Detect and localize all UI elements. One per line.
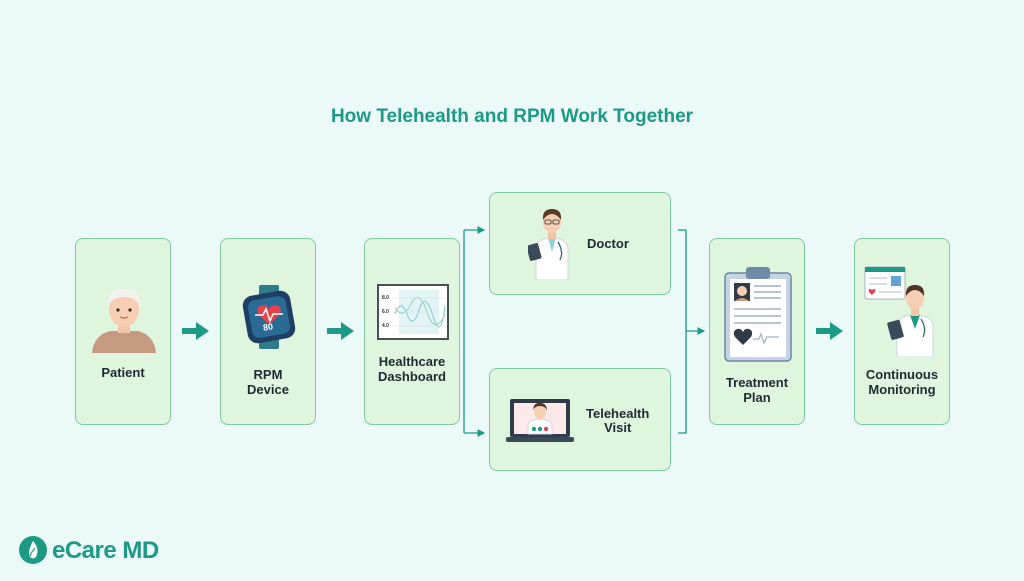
doctor-label: Doctor <box>587 236 629 251</box>
arrow-treatment-to-monitoring <box>816 322 843 340</box>
laptop-video-call-icon <box>506 399 574 442</box>
continuous-monitoring-label: Continuous Monitoring <box>865 367 939 397</box>
dashboard-tick-2: 6.0 <box>382 309 389 315</box>
branch-connector <box>463 226 486 437</box>
rpm-device-label: RPM Device <box>247 367 289 397</box>
smartwatch-icon <box>242 285 296 349</box>
doctor-monitoring-icon <box>864 266 934 357</box>
dashboard-tick-1: 8.0 <box>382 295 389 301</box>
arrow-rpm-to-dashboard <box>327 322 354 340</box>
clipboard-icon <box>724 267 792 362</box>
step-doctor: Doctor <box>489 192 671 295</box>
diagram-title: How Telehealth and RPM Work Together <box>330 106 694 127</box>
step-telehealth-visit: Telehealth Visit <box>489 368 671 471</box>
dashboard-tick-3: 4.0 <box>382 323 389 329</box>
patient-avatar-icon <box>92 289 156 353</box>
step-patient: Patient <box>75 238 171 425</box>
treatment-plan-label: Treatment Plan <box>725 375 789 405</box>
step-healthcare-dashboard: 8.0 6.0 4.0 Healthcare Dashboard <box>364 238 460 425</box>
doctor-icon <box>528 209 569 280</box>
dashboard-label: Healthcare Dashboard <box>378 354 446 384</box>
device-reading: 80 <box>262 321 274 333</box>
brand-name[interactable]: eCare MD <box>52 537 159 564</box>
dashboard-chart-icon <box>377 284 449 340</box>
merge-connector <box>678 229 706 434</box>
step-treatment-plan: Treatment Plan <box>709 238 805 425</box>
step-continuous-monitoring: Continuous Monitoring <box>854 238 950 425</box>
step-rpm-device: 80 RPM Device <box>220 238 316 425</box>
ecare-md-logo-icon <box>19 536 47 564</box>
telehealth-visit-label: Telehealth Visit <box>586 406 650 435</box>
patient-label: Patient <box>101 365 145 380</box>
arrow-patient-to-rpm <box>182 322 209 340</box>
